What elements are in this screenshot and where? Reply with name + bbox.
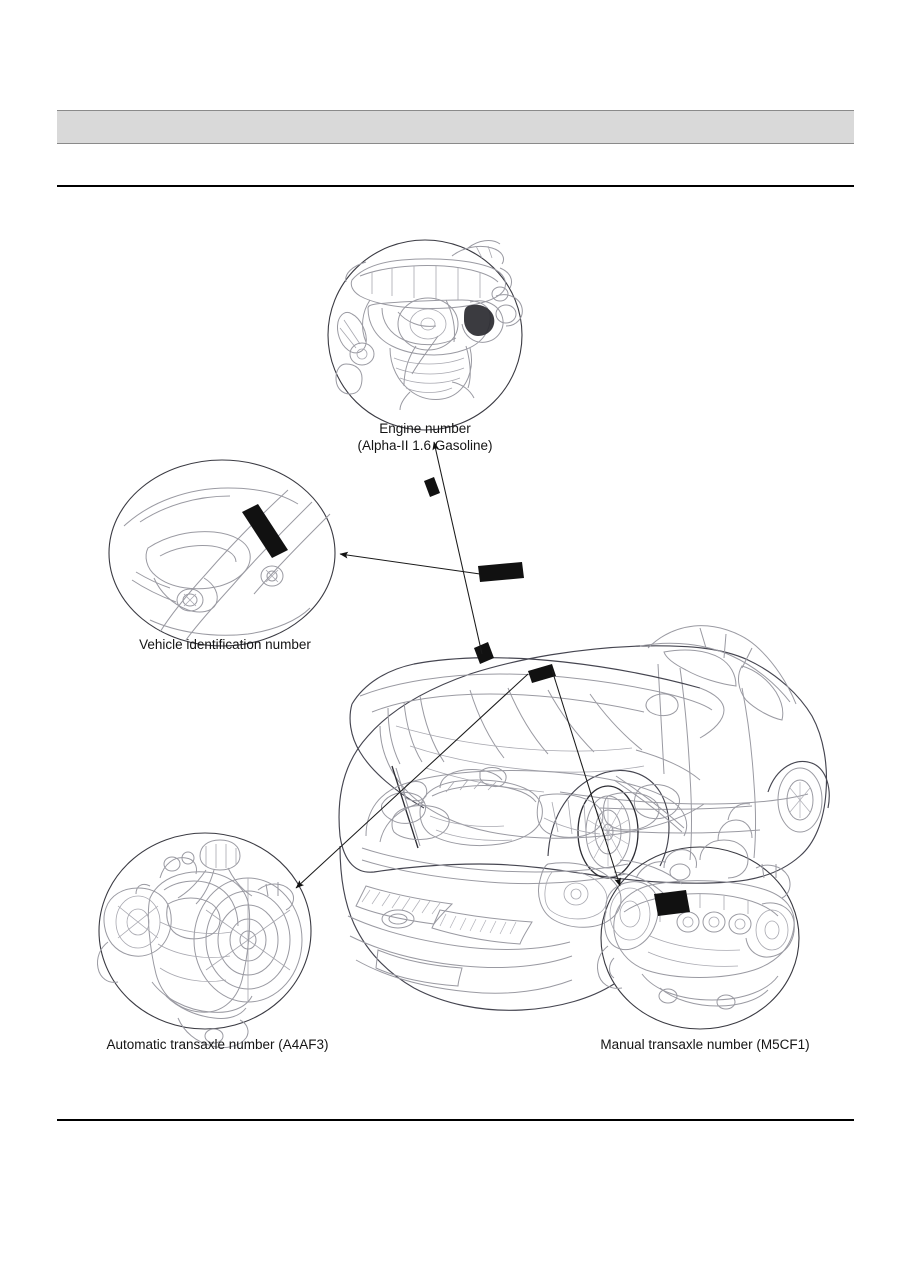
caption-engine-number-line1: Engine number [379,421,471,436]
automatic-transaxle-detail-drawing [97,839,303,1049]
section-header-band [57,110,854,144]
caption-vin-line1: Vehicle identification number [139,637,311,652]
leader-vin [339,551,481,575]
caption-manual-transaxle-number: Manual transaxle number (M5CF1) [520,1036,890,1053]
caption-automatic-transaxle-number: Automatic transaxle number (A4AF3) [30,1036,405,1053]
figure-component-number-locations: .ln { fill:none; stroke:#9a9aa2; stroke-… [0,196,910,1096]
caption-engine-number: Engine number (Alpha-II 1.6 Gasoline) [305,420,545,454]
vehicle-number-markers [424,477,556,683]
leader-engine-number [432,441,483,655]
callout-vehicle-identification-number [108,459,336,647]
vin-plate-marker [242,504,288,558]
callout-automatic-transaxle-number [97,832,312,1049]
hood-label-marker [424,477,440,497]
caption-vehicle-identification-number: Vehicle identification number [60,636,390,653]
manual-transaxle-detail-drawing [597,803,795,1010]
engine-detail-drawing [335,240,523,411]
caption-auto-line1: Automatic transaxle number (A4AF3) [106,1037,329,1052]
transaxle-number-marker [528,664,556,683]
callout-manual-transaxle-number [597,803,800,1030]
top-horizontal-rule [57,185,854,187]
caption-engine-number-line2: (Alpha-II 1.6 Gasoline) [357,438,493,453]
manual-transaxle-number-marker [654,890,690,916]
figure-svg: .ln { fill:none; stroke:#9a9aa2; stroke-… [97,239,830,1049]
leader-manual-transaxle [551,669,621,887]
leader-automatic-transaxle [295,673,529,889]
caption-manual-line1: Manual transaxle number (M5CF1) [600,1037,810,1052]
cowl-vin-marker [478,562,524,582]
callout-engine-number [327,239,523,431]
bottom-horizontal-rule [57,1119,854,1121]
vin-panel-detail-drawing [123,487,331,641]
leader-lines [295,441,621,889]
engine-number-marker [474,642,494,664]
car-illustration [338,625,830,1011]
